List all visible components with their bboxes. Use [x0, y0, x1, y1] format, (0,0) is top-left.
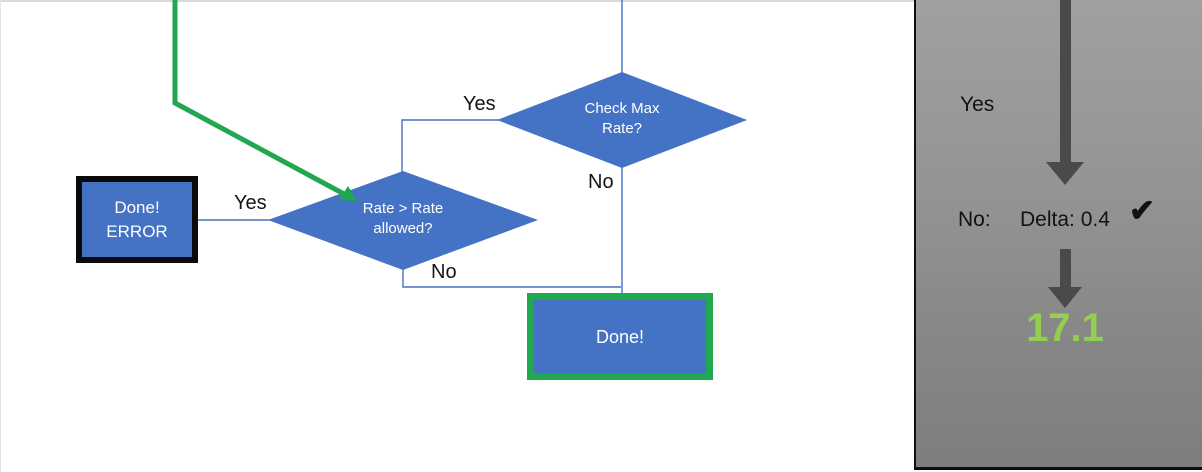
edge-label-rateallowed-yes: Yes — [234, 192, 267, 214]
checkmark-icon: ✔ — [1129, 193, 1155, 228]
decision-rate-allowed-line1: Rate > Rate — [362, 200, 444, 217]
decision-rate-allowed-label: Rate > Rate allowed? — [328, 199, 478, 239]
done-error-box: Done! ERROR — [76, 176, 198, 263]
connector-checkmax-yes — [401, 119, 499, 173]
connector-rateallowed-no — [402, 268, 621, 288]
decision-check-max-line2: Rate? — [601, 120, 643, 137]
panel-down-arrow-1-shaft — [1060, 0, 1071, 162]
green-path-arrowhead-icon — [339, 186, 357, 201]
side-panel: Yes No: Delta: 0.4 ✔ 17.1 — [914, 0, 1202, 470]
panel-yes-label: Yes — [960, 93, 995, 116]
edge-label-checkmax-yes: Yes — [463, 93, 496, 115]
slide-top-edge — [0, 0, 914, 2]
decision-check-max-rate-label: Check Max Rate? — [547, 99, 697, 139]
edge-label-checkmax-no: No — [588, 171, 614, 193]
flowchart-graphic — [172, 0, 747, 295]
decision-rate-allowed-line2: allowed? — [373, 220, 433, 237]
done-success-label: Done! — [595, 326, 645, 347]
done-success-box: Done! — [527, 293, 713, 380]
panel-down-arrow-2-shaft — [1060, 249, 1071, 287]
panel-result-value: 17.1 — [1026, 306, 1104, 350]
panel-delta-value: Delta: 0.4 — [1020, 208, 1110, 231]
down-arrow-icon — [1046, 162, 1084, 185]
decision-rate-allowed-shape — [268, 171, 538, 270]
done-error-line1: Done! — [114, 197, 160, 217]
down-arrow-icon — [1048, 287, 1082, 308]
done-error-line2: ERROR — [106, 221, 168, 241]
panel-no-label: No: — [958, 208, 991, 231]
decision-check-max-rate-shape — [497, 72, 747, 168]
green-path-arrow-line — [172, 0, 346, 197]
decision-check-max-line1: Check Max — [584, 100, 660, 117]
edge-label-rateallowed-no: No — [431, 261, 457, 283]
slide-left-edge — [0, 0, 1, 472]
